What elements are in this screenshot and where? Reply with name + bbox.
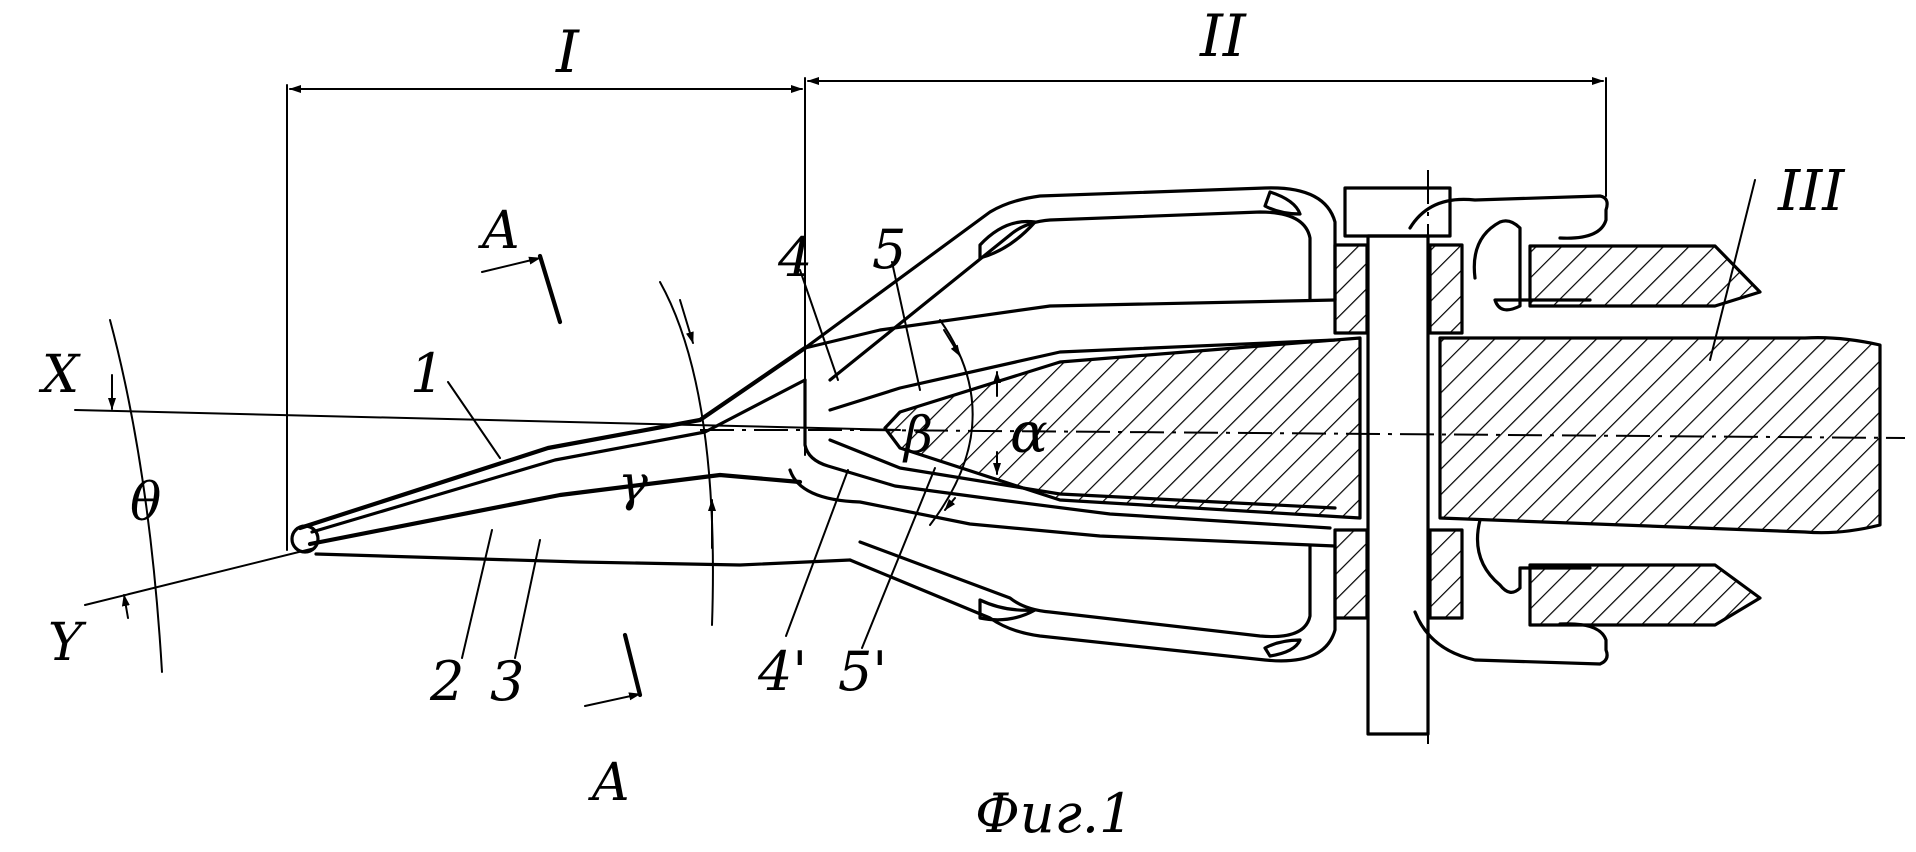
bolt-head	[1345, 188, 1450, 236]
label-angle-alpha: α	[1010, 401, 1048, 466]
wedge-lower-skin	[316, 554, 850, 565]
upper-flange-bend	[1410, 196, 1607, 238]
bolt-washer-upper-right	[1430, 245, 1462, 333]
upper-loop-end	[1265, 192, 1300, 214]
label-section-mark-bottom: A	[588, 753, 630, 813]
label-part-2: 2	[429, 650, 464, 713]
bolt-washer-lower-left	[1335, 530, 1367, 618]
wedge-upper-inner	[312, 380, 805, 532]
section-cut-upper	[540, 256, 560, 322]
label-section-mark-top: A	[478, 201, 520, 261]
section-arrow-lower	[585, 694, 640, 706]
wedge-upper-skin	[300, 348, 805, 528]
label-part-4: 4	[777, 226, 812, 289]
bolt-washer-lower-right	[1430, 530, 1462, 618]
bolt-washer-upper-left	[1335, 245, 1367, 333]
axis-y-line	[85, 548, 315, 605]
label-angle-beta: β	[902, 406, 933, 464]
lower-flange	[1530, 565, 1760, 625]
label-part-5: 5	[872, 218, 906, 281]
label-part-4-prime: 4'	[757, 640, 807, 703]
section-marks	[482, 256, 640, 706]
leader-5-prime	[862, 468, 935, 648]
core-hatched-wedge	[885, 338, 1360, 518]
label-angle-theta: θ	[130, 473, 161, 533]
figure-caption: Фиг.1	[975, 782, 1133, 845]
lower-loop-end	[1265, 640, 1300, 656]
wedge	[292, 348, 850, 565]
label-angle-gamma: γ	[618, 454, 648, 512]
fork-upper-outer	[805, 300, 1335, 348]
label-part-1: 1	[410, 342, 444, 405]
leader-2	[462, 530, 492, 658]
gamma-arrow-top	[680, 300, 693, 343]
label-axis-y: Y	[48, 613, 87, 673]
lower-loop-outer	[850, 546, 1335, 661]
label-section-2: II	[1199, 2, 1247, 70]
label-section-1: I	[555, 18, 580, 86]
gamma-arc	[660, 282, 713, 625]
beta-arrow-top	[944, 330, 960, 356]
core-hatched-tail	[1440, 338, 1880, 533]
lower-loop-inner	[860, 542, 1310, 637]
label-section-3: III	[1777, 159, 1846, 224]
bolt-shank	[1368, 236, 1428, 734]
label-part-3: 3	[490, 650, 524, 713]
axis-x-line	[75, 410, 900, 430]
label-part-5-prime: 5'	[838, 640, 887, 703]
leader-3	[515, 540, 540, 658]
section-cut-lower	[625, 635, 640, 695]
label-axis-x: X	[38, 345, 81, 405]
theta-arrow-bottom	[124, 595, 128, 618]
